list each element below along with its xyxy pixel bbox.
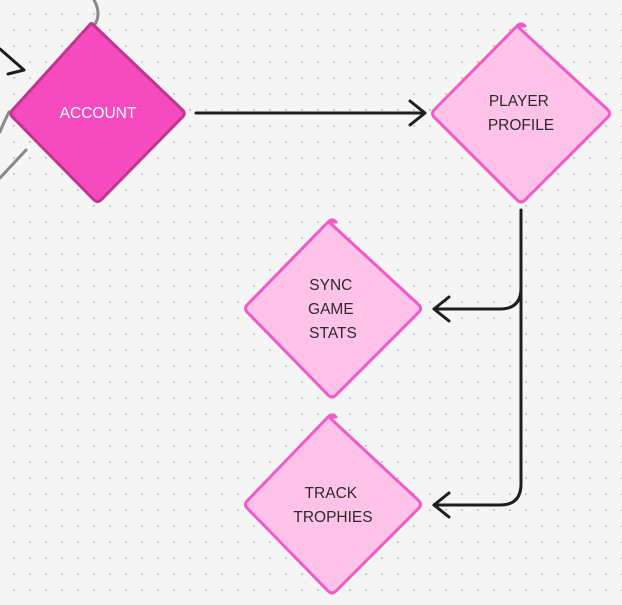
node-account[interactable]: ACCOUNT	[9, 22, 186, 203]
node-player-profile-label: PLAYER PROFILE	[488, 93, 554, 134]
node-sync-game-stats-label: SYNC GAME STATS	[308, 277, 358, 342]
outgoing-edge-left-mid	[0, 110, 11, 134]
node-account-label: ACCOUNT	[60, 105, 137, 122]
arrowhead-sync-game-stats	[432, 295, 451, 323]
outgoing-edge-left-lower	[0, 148, 28, 180]
incoming-edge-top	[92, 0, 100, 28]
node-track-trophies[interactable]: TRACK TROPHIES	[244, 413, 422, 595]
node-sync-game-stats[interactable]: SYNC GAME STATS	[244, 218, 422, 399]
edge-player-profile-to-sync-game-stats[interactable]	[432, 208, 523, 311]
node-account-shape	[9, 22, 186, 203]
incoming-edge-left-arrowhead	[0, 47, 26, 76]
node-track-trophies-label: TRACK TROPHIES	[293, 485, 372, 526]
node-player-profile-shape	[431, 22, 611, 204]
arrowhead-player-profile	[408, 99, 427, 127]
arrowhead-track-trophies	[432, 491, 451, 519]
node-track-trophies-shape	[244, 413, 422, 595]
node-sync-game-stats-shape	[244, 218, 422, 399]
node-player-profile[interactable]: PLAYER PROFILE	[431, 22, 611, 204]
edge-player-profile-to-track-trophies[interactable]	[432, 288, 523, 507]
